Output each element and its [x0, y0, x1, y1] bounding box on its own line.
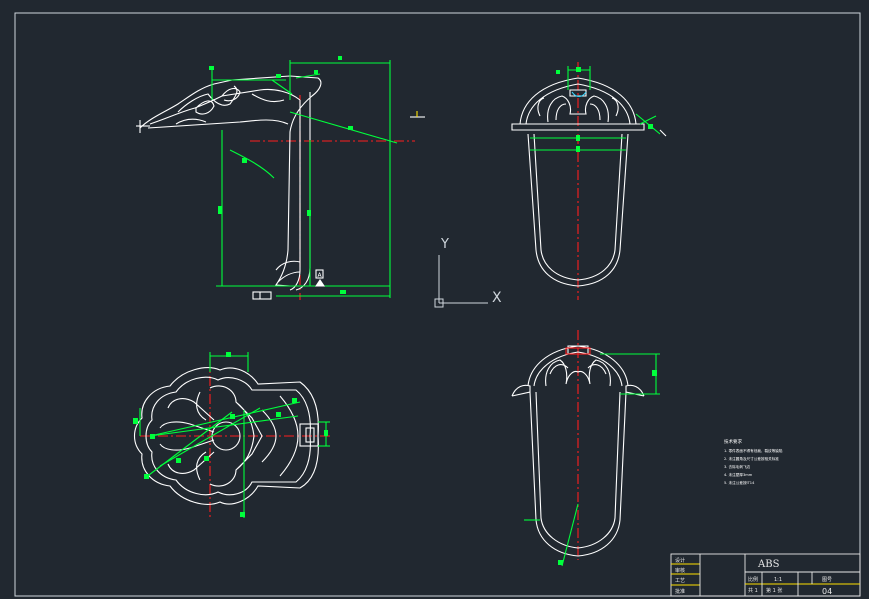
spout-port [299, 423, 319, 447]
tolerance-frame [252, 291, 272, 300]
front-elevation-view [511, 62, 667, 300]
dimension-lines [211, 60, 398, 298]
dimension-lines [524, 353, 660, 567]
notes-line: 4. 未注壁厚3mm [724, 472, 753, 477]
tb-left-label: 设计 [675, 557, 685, 564]
datum-triangle [314, 279, 326, 287]
drawing-border [14, 12, 861, 597]
dimension-text-marks [556, 67, 653, 152]
cup-outline [511, 77, 645, 287]
tb-drawing-no-label: 图号 [822, 577, 832, 583]
spout-tip [275, 260, 301, 283]
notes-line: 5. 未注公差按IT14 [724, 480, 755, 485]
tb-left-label: 批准 [675, 588, 685, 595]
tb-drawing-no: 04 [822, 587, 832, 596]
flower-rim-outline [133, 367, 319, 505]
ucs-icon: Y X [434, 237, 502, 308]
ucs-x-label: X [492, 290, 502, 306]
ucs-y-label: Y [440, 237, 449, 252]
tb-material: ABS [757, 559, 780, 570]
section-marker-label: A [318, 272, 323, 279]
notes-line: 2. 未注圆角及尺寸公差按相关标准 [724, 456, 779, 461]
notes-line: 3. 去除毛刺飞边 [724, 464, 751, 469]
tb-left-label: 工艺 [675, 578, 685, 584]
dimension-lines [139, 352, 330, 518]
title-block-text: 设计 审核 工艺 批准 ABS 比例 1:1 图号 共 1 第 1 张 04 [675, 557, 832, 596]
title-block [670, 553, 861, 597]
spout-body-outline [139, 75, 322, 291]
cup-section-outline [511, 345, 645, 557]
dimension-text-marks [133, 352, 328, 517]
technical-notes: 技术要求 1. 零件表面不得有划痕、裂纹等缺陷 2. 未注圆角及尺寸公差按相关标… [724, 438, 783, 485]
dimension-text-marks [558, 370, 657, 565]
cyan-detail [571, 91, 587, 98]
tb-left-label: 审核 [675, 567, 685, 574]
section-view [511, 330, 660, 567]
section-marker-box [315, 269, 324, 279]
notes-line: 1. 零件表面不得有划痕、裂纹等缺陷 [724, 448, 783, 453]
tb-sheet-label: 第 1 张 [766, 587, 782, 594]
tb-qty-label: 共 1 [748, 587, 758, 594]
section-top-mark [565, 347, 591, 355]
lobe-inner-outline [159, 385, 299, 487]
dimension-text-marks [209, 56, 353, 294]
tb-scale-value: 1:1 [774, 577, 782, 583]
tb-scale-label: 比例 [748, 576, 758, 583]
side-elevation-view: A [136, 56, 425, 300]
top-plan-view [133, 352, 330, 520]
ucs-origin-box [434, 298, 444, 308]
notes-heading: 技术要求 [724, 438, 742, 445]
